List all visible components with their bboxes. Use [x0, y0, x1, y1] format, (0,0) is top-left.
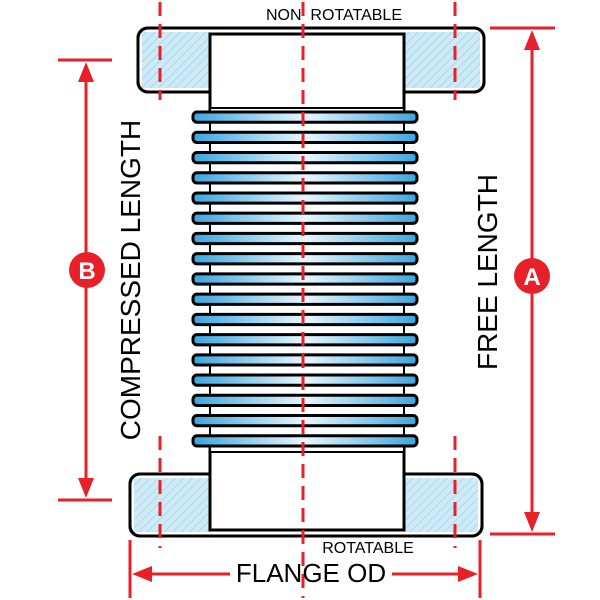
top-flange-left-section: [142, 32, 210, 88]
bellows-convolution: [191, 414, 419, 428]
bellows-convolution: [191, 393, 419, 408]
bellows-convolution: [191, 211, 419, 225]
bellows-convolution: [191, 231, 419, 246]
rotatable-label: ROTATABLE: [322, 540, 414, 557]
marker-a: A: [514, 258, 550, 294]
bellows-convolution: [191, 292, 419, 306]
flange-od-guides: [158, 2, 457, 548]
bellows-convolution: [191, 191, 419, 205]
bellows-convolution: [191, 130, 419, 144]
bellows-convolution: [191, 110, 419, 124]
top-flange-right-section: [404, 32, 480, 88]
bottom-flange-right-section: [404, 478, 478, 532]
marker-b: B: [69, 252, 105, 288]
bottom-flange-left-section: [134, 478, 210, 532]
bellows-convolution: [191, 333, 419, 347]
non-rotatable-label: NON ROTATABLE: [266, 7, 402, 24]
marker-a-label: A: [523, 264, 540, 291]
bellows-convolution: [191, 353, 419, 367]
bellows-convolution: [191, 171, 419, 185]
bellows-convolutions: [191, 107, 419, 453]
bellows-convolution: [191, 272, 419, 286]
bellows-convolution: [191, 373, 419, 387]
free-length-label: FREE LENGTH: [472, 174, 503, 370]
bellows-convolution: [191, 150, 419, 165]
dimension-flange-od: [128, 540, 482, 598]
bottom-tube: [208, 446, 406, 532]
bellows-convolution: [191, 434, 419, 448]
flange-od-label: FLANGE OD: [236, 558, 386, 588]
compressed-length-label: COMPRESSED LENGTH: [115, 120, 146, 441]
bellows-convolution: [191, 252, 419, 266]
bellows-convolution: [191, 312, 419, 327]
top-tube: [208, 32, 406, 114]
marker-b-label: B: [78, 258, 95, 285]
